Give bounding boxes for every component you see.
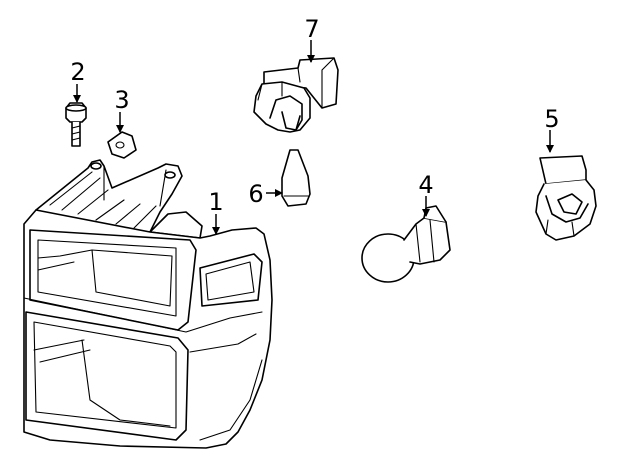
headlamp-bulb	[281, 149, 311, 207]
callout-labels: 1 2 3 4 5 6 7	[70, 15, 559, 216]
nut-clip	[107, 131, 137, 159]
bulb-socket-right	[535, 155, 597, 241]
callout-label-3: 3	[114, 86, 129, 114]
turn-signal-bulb	[361, 205, 451, 283]
callout-label-2: 2	[70, 58, 85, 86]
bolt	[65, 102, 87, 147]
callout-leaders	[73, 40, 554, 235]
callout-label-1: 1	[208, 188, 223, 216]
bulb-socket-top	[253, 57, 339, 133]
callout-label-5: 5	[544, 105, 559, 133]
headlamp-assembly	[23, 159, 273, 449]
callout-label-6: 6	[248, 180, 263, 208]
callout-label-4: 4	[418, 171, 433, 199]
callout-label-7: 7	[304, 15, 319, 43]
